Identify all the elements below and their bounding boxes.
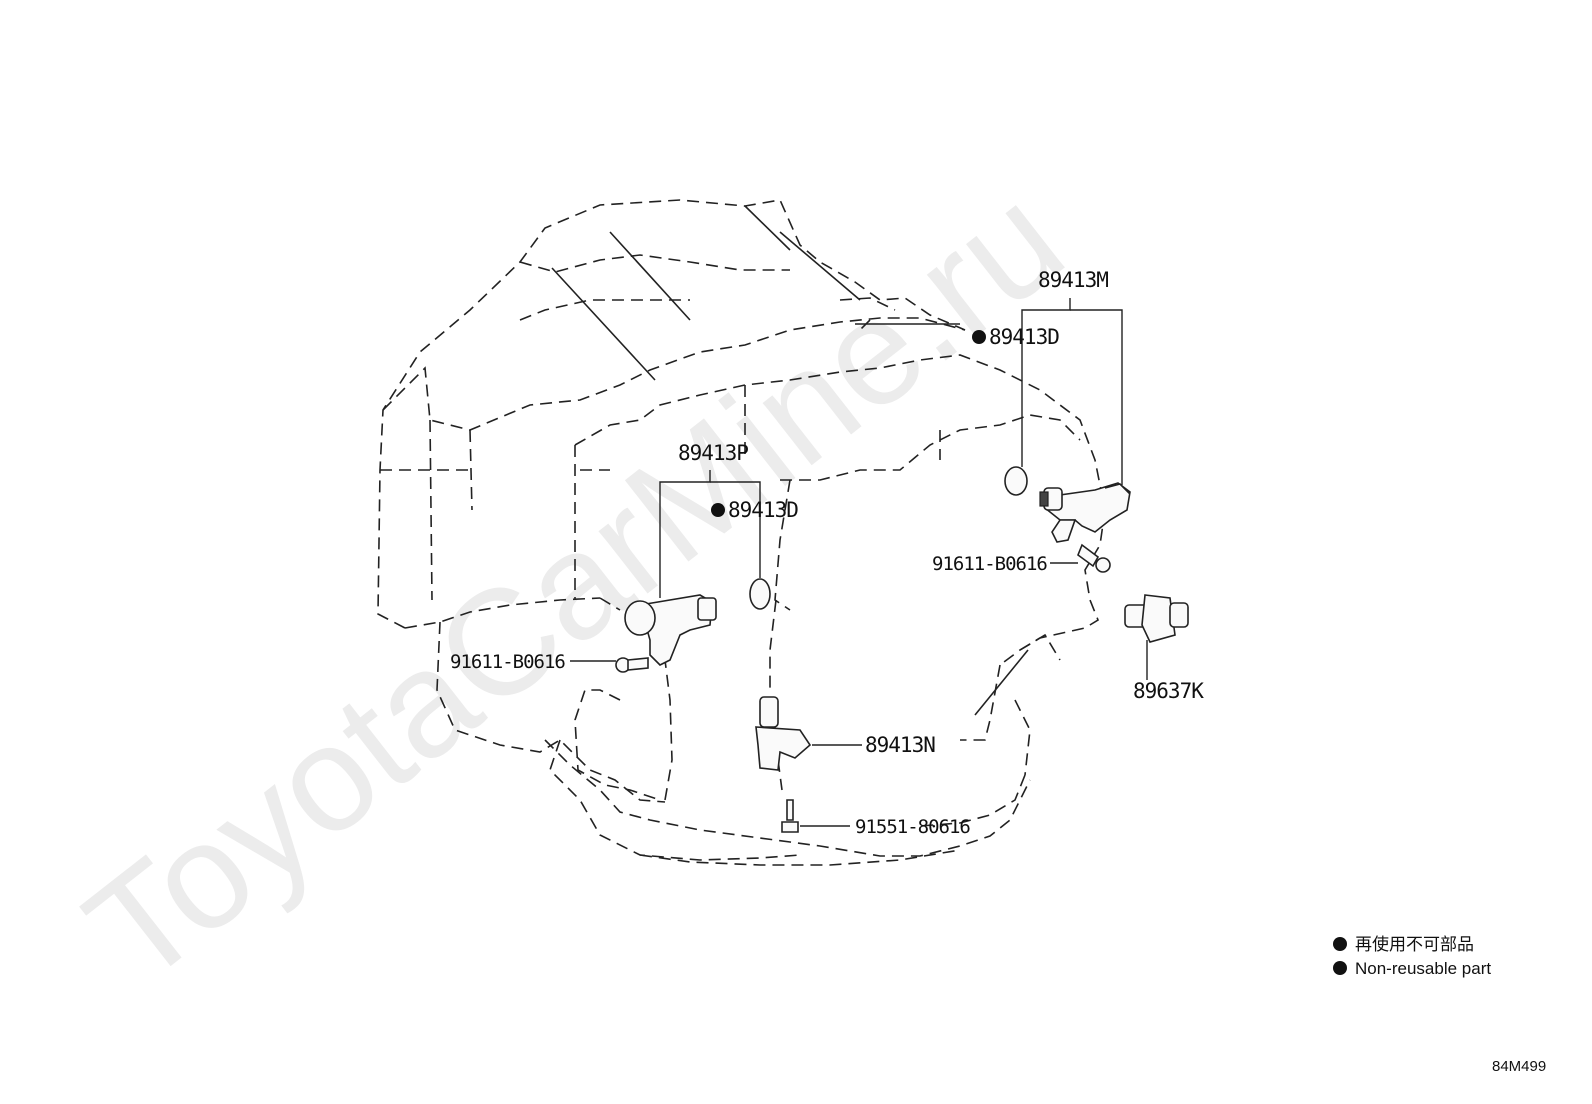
sensor-89637k bbox=[1124, 594, 1189, 643]
sensor-89413p bbox=[624, 594, 717, 666]
legend-text-jp: 再使用不可部品 bbox=[1355, 934, 1474, 954]
label-bolt-left: 91611-B0616 bbox=[450, 651, 565, 673]
non-reusable-dot-left bbox=[711, 503, 725, 517]
legend-text-en: Non-reusable part bbox=[1355, 959, 1491, 978]
gasket-89413d-upper bbox=[1004, 466, 1028, 496]
label-89413n: 89413N bbox=[865, 733, 935, 757]
label-89637k: 89637K bbox=[1133, 679, 1204, 703]
sensor-89413n bbox=[755, 696, 812, 771]
label-89413m: 89413M bbox=[1038, 268, 1108, 292]
label-89413p: 89413P bbox=[678, 441, 748, 465]
diagram-code: 84M499 bbox=[1492, 1058, 1546, 1075]
non-reusable-dot-upper bbox=[972, 330, 986, 344]
transmission-outline bbox=[377, 199, 1106, 866]
legend-dot-en bbox=[1333, 961, 1347, 975]
label-bolt-right: 91611-B0616 bbox=[932, 553, 1047, 575]
legend-dot-jp bbox=[1333, 937, 1347, 951]
label-89413d-left: 89413D bbox=[728, 498, 798, 522]
leader-lines bbox=[570, 298, 1148, 827]
sensor-89413m bbox=[1039, 482, 1131, 543]
bolt-left bbox=[615, 657, 649, 673]
label-89413d-upper: 89413D bbox=[989, 325, 1059, 349]
gasket-89413d-left bbox=[749, 578, 771, 610]
bolt-right bbox=[1077, 543, 1111, 573]
legend: 再使用不可部品 Non-reusable part bbox=[1333, 934, 1491, 978]
bolt-bottom bbox=[781, 799, 799, 833]
label-bolt-bottom: 91551-80616 bbox=[855, 816, 970, 838]
